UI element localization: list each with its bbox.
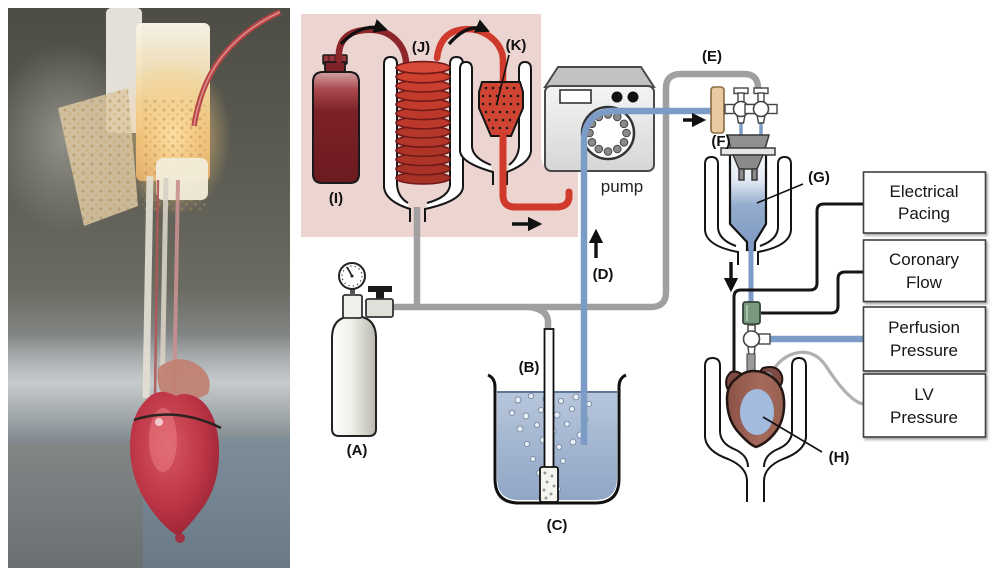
blood-filter [478,81,524,137]
label-I: (I) [329,190,343,207]
gas-diffuser-stone [539,466,559,503]
chamber-stopper [720,134,776,181]
gauge-stem [350,288,355,296]
pressure-gauge [338,262,366,290]
callout-text: Pressure [890,341,958,360]
beaker-glass [487,373,627,505]
pacing-wire [732,202,863,393]
callout-lv-pressure [862,373,987,438]
bubble-trap-water-jacket [704,155,792,265]
callout-text: Coronary [889,250,959,269]
label-C: (C) [547,517,568,534]
hanging-tubes [142,175,180,405]
callout-electrical-pacing [862,171,987,234]
callout-text: Pacing [898,204,950,223]
blood-reservoir-bottle [312,54,360,184]
photo-heart [130,359,222,543]
roller-pump [543,66,656,172]
callout-text: Pressure [890,408,958,427]
three-way-stopcock[interactable] [742,324,771,357]
component-labels: (A) (B) (C) (D) (E) (F) (G) (H) (I) (J) … [329,37,850,534]
flow-probe [742,301,761,325]
callout-text: Perfusion [888,318,960,337]
label-A: (A) [347,442,368,459]
lv-balloon [740,389,774,435]
label-D: (D) [593,266,614,283]
pump-top-face [543,66,656,88]
flow-arrow-coil-to-filter [447,19,490,46]
label-J: (J) [412,39,430,56]
regulator-valve [365,286,394,318]
inline-filter-connector [710,86,725,134]
gas-line [392,70,762,332]
label-G: (G) [808,169,830,186]
blood-tube-filter-out [499,132,573,211]
stopcock-right[interactable] [744,87,778,124]
pump-wheel [580,105,636,161]
pump-knob[interactable] [611,91,623,103]
callout-perfusion-pressure [862,306,987,372]
aortic-stump [157,359,210,402]
gas-cylinder [331,262,394,437]
oxygenation-beaker [487,328,627,505]
callout-text: Electrical [890,182,959,201]
lv-pressure-line [766,350,864,406]
label-K: (K) [506,37,527,54]
photo-tan-corner [8,443,143,568]
suture-thread [133,413,222,430]
callout-coronary-flow [862,239,987,303]
label-H: (H) [829,449,850,466]
heart [725,366,786,449]
pointer-K [496,54,510,104]
callout-boxes: Electrical Pacing Coronary Flow Perfusio… [862,171,987,438]
heart-water-jacket [704,356,807,502]
pump-knob[interactable] [627,91,639,103]
perfusate-line-main [580,107,728,445]
coronary-flow-wire [761,270,863,315]
callout-text: LV [914,385,934,404]
pointer-G [756,183,804,204]
label-F: (F) [711,133,730,150]
label-B: (B) [519,359,540,376]
pump-label: pump [601,177,644,196]
pump-display [559,89,592,104]
filter-water-jacket [459,60,532,185]
callout-text: Flow [906,273,943,292]
pointer-H [762,416,823,453]
heat-exchanger-coil [395,60,451,185]
flow-arrow-reservoir-to-coil [339,19,389,46]
photo-isolated-heart [8,8,290,568]
gas-delivery-tube [543,328,555,470]
label-E: (E) [702,48,722,65]
